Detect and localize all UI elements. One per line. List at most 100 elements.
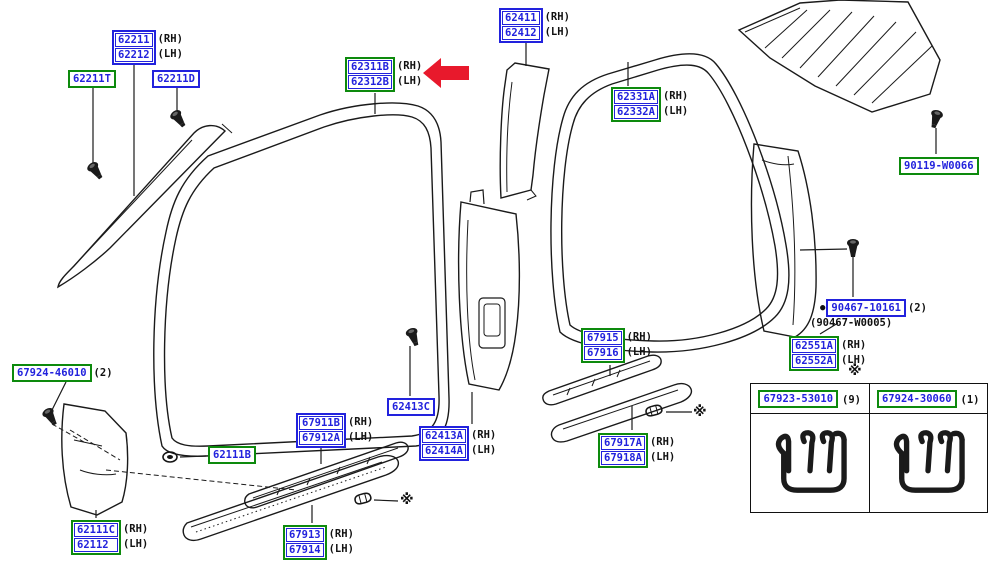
side-indicator: (RH)	[157, 33, 183, 45]
clip-icon	[40, 406, 61, 428]
rear-sill-plate-inner	[542, 354, 662, 406]
clip-icon	[404, 326, 423, 348]
part-number[interactable]: 62112	[74, 538, 118, 552]
part-number[interactable]: 62211T	[73, 73, 111, 85]
part-label-90467-10161[interactable]: ●90467-10161(2)	[820, 299, 927, 317]
part-number[interactable]: 90467-10161	[831, 302, 901, 314]
part-number[interactable]: 62212	[115, 48, 153, 62]
side-indicators: (RH) (LH)	[471, 426, 496, 457]
part-number[interactable]: 67917A	[601, 436, 645, 450]
part-number[interactable]: 62551A	[792, 339, 836, 353]
part-number[interactable]: 62211D	[157, 73, 195, 85]
side-indicator: (LH)	[396, 74, 423, 87]
part-label-62111B[interactable]: 62111B	[208, 446, 256, 464]
side-indicator: (LH)	[470, 443, 497, 456]
quantity: (2)	[907, 302, 927, 314]
reference-mark: ※	[400, 492, 414, 508]
part-number[interactable]: 62211	[115, 33, 153, 47]
part-number[interactable]: 67924-30060	[881, 392, 952, 405]
projection-dashed-lines	[51, 423, 297, 491]
part-number[interactable]: 67916	[584, 346, 622, 360]
part-number[interactable]: 62312B	[348, 75, 392, 89]
part-number[interactable]: 62111B	[213, 449, 251, 461]
part-number[interactable]: 62412	[502, 26, 540, 40]
clip-table-header: 67923-53010 (9)	[751, 384, 869, 414]
part-number[interactable]: 62311B	[348, 60, 392, 74]
quantity: (9)	[842, 394, 861, 406]
part-label-62211T[interactable]: 62211T	[68, 70, 116, 88]
part-number[interactable]: 67913	[286, 528, 324, 542]
clip-icon	[85, 160, 106, 182]
clip-icon	[168, 108, 189, 130]
part-number[interactable]: 62331A	[614, 90, 658, 104]
side-indicator: (RH)	[544, 11, 570, 23]
side-indicator: (RH)	[470, 429, 497, 441]
small-clip-icon	[644, 403, 664, 418]
part-number[interactable]: 62332A	[614, 105, 658, 119]
side-indicators: (RH)(LH)	[663, 87, 688, 118]
part-number[interactable]: 62411	[502, 11, 540, 25]
side-indicators: (RH) (LH)	[545, 8, 570, 39]
small-clip-icon	[353, 491, 373, 506]
part-label-62413C[interactable]: 62413C	[387, 398, 435, 416]
part-number[interactable]: 67915	[584, 331, 622, 345]
alt-part-note: (90467-W0005)	[810, 317, 893, 329]
part-number[interactable]: 62413A	[422, 429, 466, 443]
part-number[interactable]: 62111C	[74, 523, 118, 537]
part-number[interactable]: 67912A	[299, 431, 343, 445]
rear-quarter-lower-trim	[750, 143, 817, 338]
part-number[interactable]: 67918A	[601, 451, 645, 465]
quantity: (1)	[960, 394, 980, 406]
wire-clip-icon	[886, 424, 970, 496]
part-number[interactable]: 67923-53010	[763, 392, 834, 405]
center-pillar-lower-trim	[457, 189, 521, 391]
side-indicator: (LH)	[544, 25, 570, 38]
center-pillar-upper-garnish	[499, 62, 550, 201]
side-indicators: (RH)(LH)	[158, 30, 183, 61]
part-number[interactable]: 67911B	[299, 416, 343, 430]
reference-mark: ※	[693, 404, 707, 420]
red-arrow-icon	[423, 58, 469, 88]
side-indicator: (LH)	[626, 345, 652, 358]
quantity: (2)	[93, 367, 113, 379]
part-number[interactable]: 62413C	[392, 401, 430, 413]
part-number[interactable]: 90119-W0066	[904, 160, 974, 172]
part-number[interactable]: 67914	[286, 543, 324, 557]
part-label-62211D[interactable]: 62211D	[152, 70, 200, 88]
part-number[interactable]: 67924-46010	[17, 367, 87, 379]
clip-table-cell: 67924-30060 (1)	[869, 384, 987, 512]
side-indicator: (LH)	[649, 450, 676, 463]
clip-table-cell: 67923-53010 (9)	[751, 384, 870, 512]
label-frame: 62211D	[152, 70, 200, 88]
part-label-90119-W0066[interactable]: 90119-W0066	[899, 157, 979, 175]
part-number[interactable]: 62414A	[422, 444, 466, 458]
side-indicator: (RH)	[396, 60, 423, 72]
reference-mark: ※	[848, 363, 862, 379]
side-indicators: (RH)(LH)	[329, 525, 354, 556]
part-label-67924-46010[interactable]: 67924-46010 (2)	[12, 364, 113, 382]
part-number[interactable]: 62552A	[792, 354, 836, 368]
side-indicator: (RH)	[626, 331, 652, 343]
label-frame: 62111B	[208, 446, 256, 464]
